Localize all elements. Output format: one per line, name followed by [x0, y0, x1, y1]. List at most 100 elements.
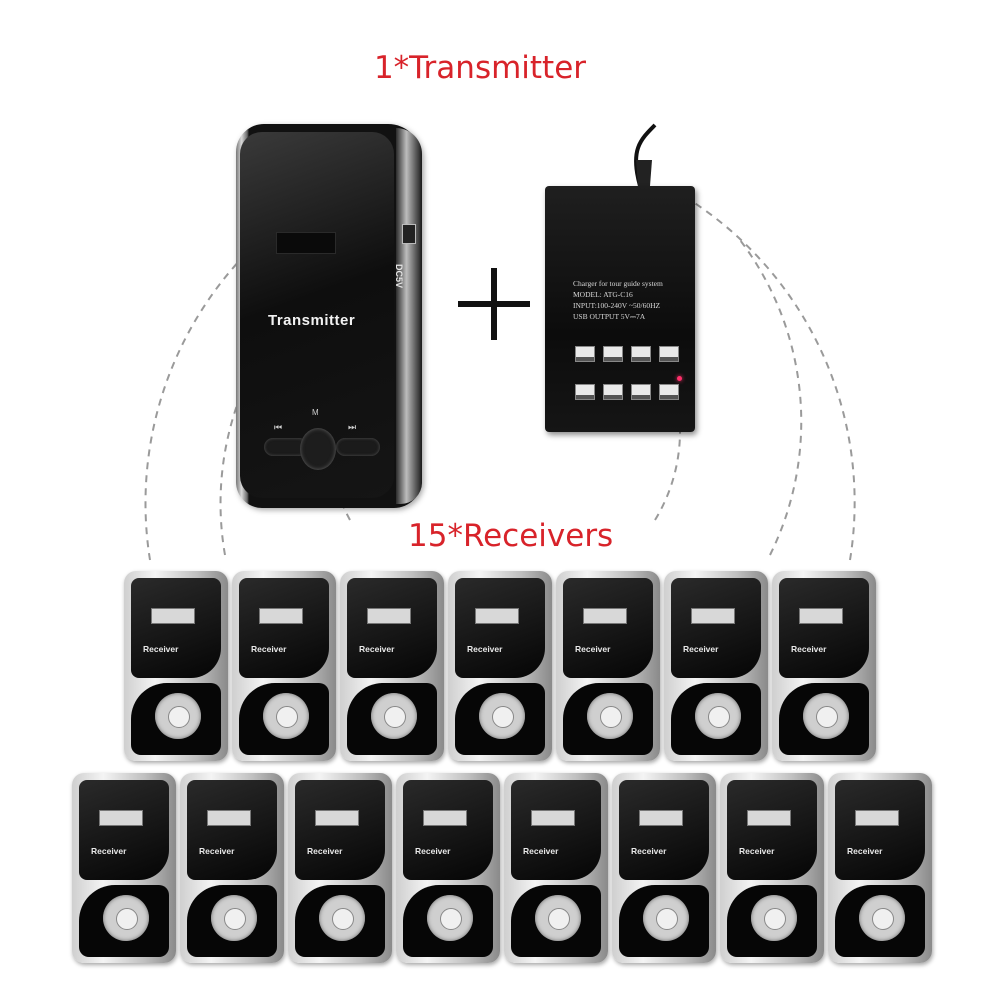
receiver-face: Receiver — [779, 578, 869, 678]
play-pause-icon — [656, 908, 678, 930]
receiver-screen — [855, 810, 899, 826]
charger-power-led — [677, 376, 682, 381]
receiver-label: Receiver — [575, 644, 611, 654]
receiver-label: Receiver — [791, 644, 827, 654]
transmitter-next-button — [336, 438, 380, 456]
receiver-device: Receiver — [556, 571, 660, 761]
receiver-label: Receiver — [91, 846, 127, 856]
usb-port-icon — [402, 224, 416, 244]
transmitter-device: Transmitter M ⏮ ⏭ DC5V — [236, 124, 422, 508]
transmitter-mode-button — [300, 428, 336, 470]
receiver-face: Receiver — [295, 780, 385, 880]
usb-port-icon — [631, 384, 651, 400]
receiver-control-panel — [835, 885, 925, 957]
receiver-device: Receiver — [612, 773, 716, 963]
charger-line-3: INPUT:100-240V ~50/60HZ — [573, 301, 661, 310]
receiver-device: Receiver — [124, 571, 228, 761]
receiver-label: Receiver — [307, 846, 343, 856]
charger-line-4: USB OUTPUT 5V⎓7A — [573, 312, 646, 321]
receiver-control-panel — [239, 683, 329, 755]
receiver-dial-ring — [643, 895, 689, 941]
receiver-face: Receiver — [563, 578, 653, 678]
receiver-dial-ring — [535, 895, 581, 941]
plus-icon — [458, 268, 530, 340]
receiver-face: Receiver — [403, 780, 493, 880]
receiver-face: Receiver — [619, 780, 709, 880]
receiver-device: Receiver — [772, 571, 876, 761]
receiver-dial-ring — [427, 895, 473, 941]
receiver-label: Receiver — [739, 846, 775, 856]
play-pause-icon — [872, 908, 894, 930]
receiver-label: Receiver — [683, 644, 719, 654]
play-pause-icon — [168, 706, 190, 728]
usb-port-icon — [603, 346, 623, 362]
play-pause-icon — [708, 706, 730, 728]
receiver-screen — [583, 608, 627, 624]
receiver-dial-ring — [859, 895, 905, 941]
receiver-dial-ring — [751, 895, 797, 941]
receiver-face: Receiver — [511, 780, 601, 880]
receiver-screen — [691, 608, 735, 624]
receiver-control-panel — [295, 885, 385, 957]
receiver-control-panel — [455, 683, 545, 755]
transmitter-label: Transmitter — [268, 312, 356, 329]
receiver-label: Receiver — [631, 846, 667, 856]
receiver-label: Receiver — [359, 644, 395, 654]
receiver-screen — [315, 810, 359, 826]
receiver-screen — [207, 810, 251, 826]
receiver-dial-ring — [319, 895, 365, 941]
transmitter-mode-key: M — [312, 408, 319, 417]
receiver-device: Receiver — [828, 773, 932, 963]
receiver-control-panel — [79, 885, 169, 957]
receiver-dial-ring — [371, 693, 417, 739]
receiver-face: Receiver — [671, 578, 761, 678]
receiver-device: Receiver — [664, 571, 768, 761]
receiver-face: Receiver — [79, 780, 169, 880]
receiver-dial-ring — [155, 693, 201, 739]
receiver-screen — [423, 810, 467, 826]
receiver-face: Receiver — [727, 780, 817, 880]
play-pause-icon — [764, 908, 786, 930]
receiver-screen — [475, 608, 519, 624]
receiver-count-heading: 15*Receivers — [408, 518, 614, 554]
receiver-control-panel — [671, 683, 761, 755]
receiver-control-panel — [131, 683, 221, 755]
receiver-control-panel — [727, 885, 817, 957]
receiver-label: Receiver — [467, 644, 503, 654]
transmitter-prev-button — [264, 438, 308, 456]
receiver-dial-ring — [479, 693, 525, 739]
receiver-control-panel — [619, 885, 709, 957]
receiver-label: Receiver — [199, 846, 235, 856]
play-pause-icon — [816, 706, 838, 728]
play-pause-icon — [548, 908, 570, 930]
play-pause-icon — [224, 908, 246, 930]
play-pause-icon — [116, 908, 138, 930]
receiver-device: Receiver — [448, 571, 552, 761]
receiver-dial-ring — [263, 693, 309, 739]
play-pause-icon — [332, 908, 354, 930]
receiver-face: Receiver — [131, 578, 221, 678]
receiver-control-panel — [563, 683, 653, 755]
receiver-device: Receiver — [340, 571, 444, 761]
receiver-control-panel — [187, 885, 277, 957]
receiver-device: Receiver — [288, 773, 392, 963]
receiver-face: Receiver — [347, 578, 437, 678]
receiver-device: Receiver — [396, 773, 500, 963]
play-pause-icon — [492, 706, 514, 728]
receiver-face: Receiver — [455, 578, 545, 678]
receiver-label: Receiver — [143, 644, 179, 654]
receiver-dial-ring — [587, 693, 633, 739]
usb-port-icon — [631, 346, 651, 362]
receiver-dial-ring — [695, 693, 741, 739]
transmitter-count-heading: 1*Transmitter — [373, 50, 587, 86]
receiver-face: Receiver — [239, 578, 329, 678]
receiver-device: Receiver — [232, 571, 336, 761]
receiver-device: Receiver — [72, 773, 176, 963]
receiver-device: Receiver — [720, 773, 824, 963]
usb-port-icon — [575, 384, 595, 400]
next-track-icon: ⏭ — [348, 422, 356, 432]
receiver-label: Receiver — [415, 846, 451, 856]
receiver-screen — [151, 608, 195, 624]
receiver-control-panel — [403, 885, 493, 957]
